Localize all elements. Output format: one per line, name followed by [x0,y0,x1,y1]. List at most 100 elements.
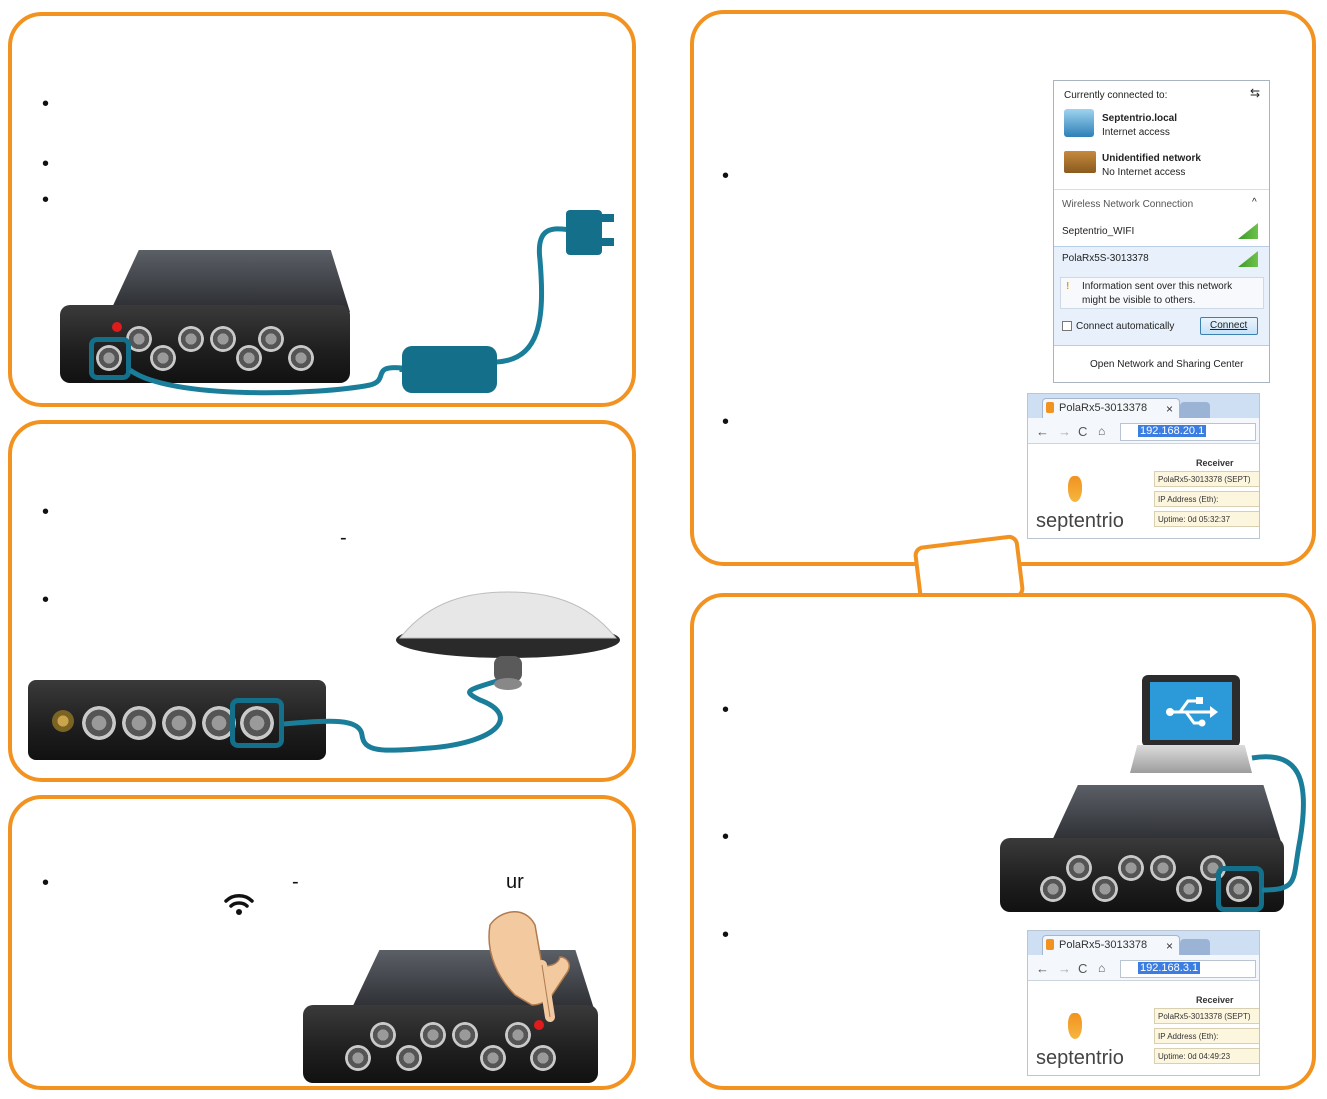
network-building-icon [1064,109,1094,137]
pointing-hand-icon [488,911,571,1022]
url-text[interactable]: 192.168.3.1 [1138,962,1201,974]
forward-icon[interactable]: → [1058,424,1071,439]
home-icon[interactable]: ⌂ [1098,961,1106,975]
url-text[interactable]: 192.168.20.1 [1138,425,1207,437]
bullet: • [722,826,730,848]
wifi-icon [224,894,254,915]
address-url[interactable]: 192.168.20.1 [1138,425,1207,443]
auto-connect-checkbox[interactable] [1062,321,1072,331]
tab-title: PolaRx5-3013378 [1059,939,1148,951]
port [370,1022,396,1048]
port [345,1045,371,1071]
auto-connect-label[interactable]: Connect automatically [1076,321,1175,332]
port [1150,855,1176,881]
browser-tab[interactable]: PolaRx5-3013378 [1042,935,1180,955]
warning-box [1060,277,1264,309]
bullet: • [42,93,50,115]
open-network-center-link[interactable]: Open Network and Sharing Center [1090,359,1244,370]
receiver-name-cell: PolaRx5-3013378 (SEPT) [1154,471,1259,487]
network1-name: Septentrio.local [1102,113,1178,124]
port [1118,855,1144,881]
bullet: • [42,589,50,611]
tab-close-icon[interactable]: × [1166,402,1174,416]
browser-tab[interactable]: PolaRx5-3013378 [1042,398,1180,418]
windows-network-popup: Currently connected to: ⇆ Septentrio.loc… [1053,80,1270,383]
wifi-item-polarx[interactable]: PolaRx5S-3013378 [1062,253,1149,264]
collapse-icon[interactable]: ^ [1252,197,1257,208]
text-fragment: ur [506,871,524,893]
home-icon[interactable]: ⌂ [1098,424,1106,438]
new-tab-button[interactable] [1180,402,1210,418]
port [1176,876,1202,902]
bench-icon [1064,151,1096,173]
port [505,1022,531,1048]
tab-favicon [1046,939,1054,950]
warning-line2: might be visible to others. [1082,295,1196,306]
wifi-item-septentrio[interactable]: Septentrio_WIFI [1062,226,1135,237]
septentrio-logo: septentrio [1036,1047,1124,1069]
currently-connected-label: Currently connected to: [1064,90,1168,101]
laptop-base [1130,745,1252,773]
ground-connector [52,710,74,732]
bullet: • [722,699,730,721]
connect-button-label[interactable]: Connect [1210,320,1248,331]
bullet: • [42,872,50,894]
connect-button[interactable] [1200,317,1258,335]
pps-out-port [210,326,236,352]
power-led [112,322,122,332]
port [1066,855,1092,881]
network2-name: Unidentified network [1102,153,1201,164]
receiver-header: Receiver [1196,458,1234,468]
tab-favicon [1046,402,1054,413]
usb-port-highlight [1216,866,1264,912]
address-url[interactable]: 192.168.3.1 [1138,962,1201,980]
pwr-port-highlight [89,337,131,380]
usb-icon [1166,697,1218,727]
port [530,1045,556,1071]
rf-port-1 [82,706,116,740]
warning-line1: Information sent over this network [1082,281,1233,292]
com4-usb-port [1226,876,1252,902]
receiver-name-cell: PolaRx5-3013378 (SEPT) [1154,1008,1259,1024]
network2-status: No Internet access [1102,167,1186,178]
reload-icon[interactable]: C [1078,424,1088,439]
port [452,1022,478,1048]
bullet: • [42,153,50,175]
back-icon[interactable]: ← [1036,961,1049,976]
bullet: • [42,189,50,211]
network1-status: Internet access [1102,127,1170,138]
browser-window-wifi: PolaRx5-3013378 × ← → C ⌂ 192.168.20.1 R… [1027,393,1260,539]
uptime-cell: Uptime: 0d 05:32:37 [1154,511,1259,527]
port [420,1022,446,1048]
rf-port-3 [162,706,196,740]
dash: - [340,527,347,549]
power-adapter [402,346,497,393]
rf-port-main [240,706,274,740]
receiver-top [110,250,350,312]
port [396,1045,422,1071]
wifi-led [534,1020,544,1030]
septentrio-logo-icon [1068,476,1082,502]
refresh-icon[interactable]: ⇆ [1250,86,1261,100]
tab-close-icon[interactable]: × [1166,939,1174,953]
ref-port [258,326,284,352]
bullet: • [42,501,50,523]
back-icon[interactable]: ← [1036,424,1049,439]
tab-title: PolaRx5-3013378 [1059,402,1148,414]
forward-icon[interactable]: → [1058,961,1071,976]
com1-port [150,345,176,371]
bullet: • [722,924,730,946]
new-tab-button[interactable] [1180,939,1210,955]
ip-address-cell: IP Address (Eth): [1154,491,1259,507]
receiver-header: Receiver [1196,995,1234,1005]
reload-icon[interactable]: C [1078,961,1088,976]
com2-port [236,345,262,371]
shield-warning-icon: ! [1066,281,1070,292]
bullet: • [722,165,730,187]
port [480,1045,506,1071]
com3-usb-port [288,345,314,371]
pps-in-port [178,326,204,352]
